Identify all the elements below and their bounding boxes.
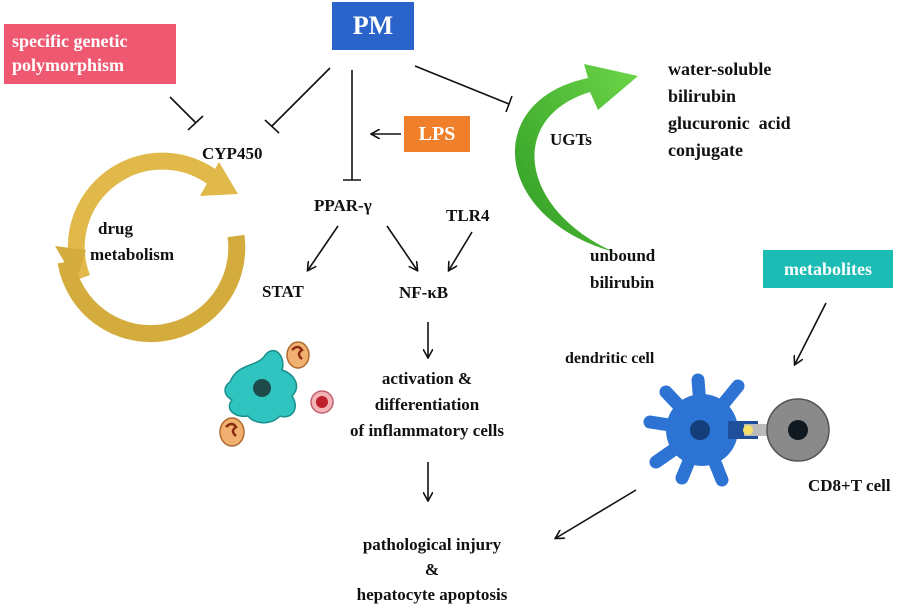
arrow-ppar-to-nfkb [386,225,417,270]
inhibit-pm-ugts [414,65,513,113]
macrophage-cell [224,349,298,424]
stat-label: STAT [262,282,304,301]
activation-line-1: activation & [381,369,473,388]
inhibit-pm-ppar [343,70,361,181]
activation-label: activation & differentiation of inflamma… [322,366,532,444]
drug-metabolism-line-2: metabolism [90,245,175,264]
dendritic-cell-graphic [643,373,745,487]
lps-box: LPS [404,116,470,152]
arrow-tlr4-to-nfkb [449,231,473,270]
pm-box: PM [332,2,414,50]
cd8-t-cell-label: CD8+T cell [808,476,891,495]
drug-metabolism-cycle-arrow [55,152,246,343]
activation-line-3: of inflammatory cells [350,421,504,440]
red-granulocyte-cell [310,390,334,414]
arrow-metabolites-to-dc [795,302,827,364]
conjugate-line-1: water-soluble [668,59,772,79]
conjugate-line-3: glucuronic acid [668,113,791,133]
unbound-line-1: unbound [590,246,656,265]
dendritic-cell-label: dendritic cell [565,350,655,367]
genetic-line-1: specific genetic [12,31,128,51]
activation-line-2: differentiation [374,395,480,414]
ugts-label: UGTs [550,130,592,149]
drug-metabolism-label: drug metabolism [90,216,174,268]
inhibit-genetic-cyp450 [169,96,204,131]
arrow-ppar-to-stat [308,225,339,270]
nfkb-label: NF-κB [399,283,449,302]
drug-metabolism-line-1: drug [98,219,133,238]
conjugate-line-2: bilirubin [668,86,737,106]
conjugate-label: water-soluble bilirubin glucuronic acid … [668,56,791,164]
synapse-receptor [728,421,770,439]
injury-label: pathological injury & hepatocyte apoptos… [322,532,542,605]
conjugate-line-4: conjugate [668,140,743,160]
injury-line-3: hepatocyte apoptosis [356,585,508,604]
tlr4-label: TLR4 [446,206,490,225]
neutrophil-cell-2 [219,417,245,447]
cd8-t-cell-graphic [766,398,830,462]
ugt-conversion-arrow [514,64,638,252]
unbound-bilirubin-label: unbound bilirubin [590,242,655,296]
genetic-polymorphism-box: specific genetic polymorphism [4,24,176,84]
injury-line-2: & [424,560,440,579]
arrow-dc-to-injury [556,489,637,538]
genetic-line-2: polymorphism [12,55,125,75]
inhibit-pm-cyp450 [264,67,331,134]
ppar-gamma-label: PPAR-γ [314,196,372,215]
unbound-line-2: bilirubin [590,273,655,292]
cyp450-label: CYP450 [202,144,263,163]
neutrophil-cell-1 [286,341,310,369]
metabolites-box: metabolites [763,250,893,288]
injury-line-1: pathological injury [362,535,502,554]
